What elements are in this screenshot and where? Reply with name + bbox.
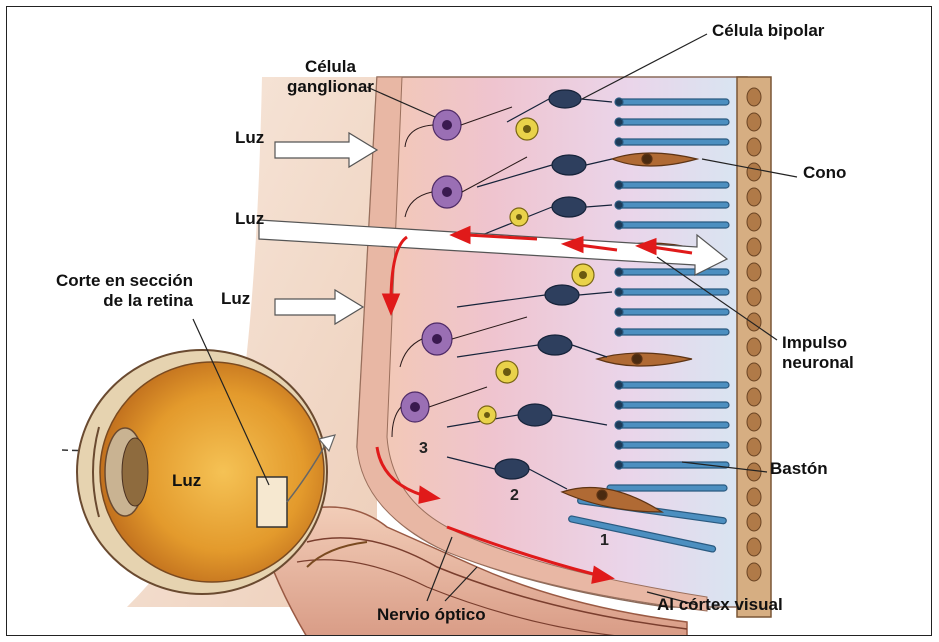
retina-section-label-line1: Corte en sección xyxy=(17,271,193,291)
layer-number-3: 3 xyxy=(419,440,428,457)
bipolar-cell-label: Célula bipolar xyxy=(712,21,824,41)
light-label-3: Luz xyxy=(221,289,250,309)
impulse-label-line1: Impulso xyxy=(782,333,854,353)
rod-label: Bastón xyxy=(770,459,828,479)
light-label-eye: Luz xyxy=(172,471,201,491)
visual-cortex-label: Al córtex visual xyxy=(657,595,783,615)
impulse-label: Impulso neuronal xyxy=(782,333,854,373)
ganglion-cell-label: Célula ganglionar xyxy=(287,57,374,97)
retina-diagram: 3 2 1 xyxy=(6,6,932,636)
light-label-2: Luz xyxy=(235,209,264,229)
ganglion-cell-label-line1: Célula xyxy=(287,57,374,77)
retina-section-label: Corte en sección de la retina xyxy=(17,271,193,311)
layer-number-1: 1 xyxy=(600,532,609,549)
retina-section-label-line2: de la retina xyxy=(17,291,193,311)
light-label-1: Luz xyxy=(235,128,264,148)
impulse-label-line2: neuronal xyxy=(782,353,854,373)
layer-number-2: 2 xyxy=(510,487,519,504)
optic-nerve-label: Nervio óptico xyxy=(377,605,486,625)
ganglion-cell-label-line2: ganglionar xyxy=(287,77,374,97)
cone-label: Cono xyxy=(803,163,846,183)
retina-illustration: 3 2 1 xyxy=(7,7,932,636)
